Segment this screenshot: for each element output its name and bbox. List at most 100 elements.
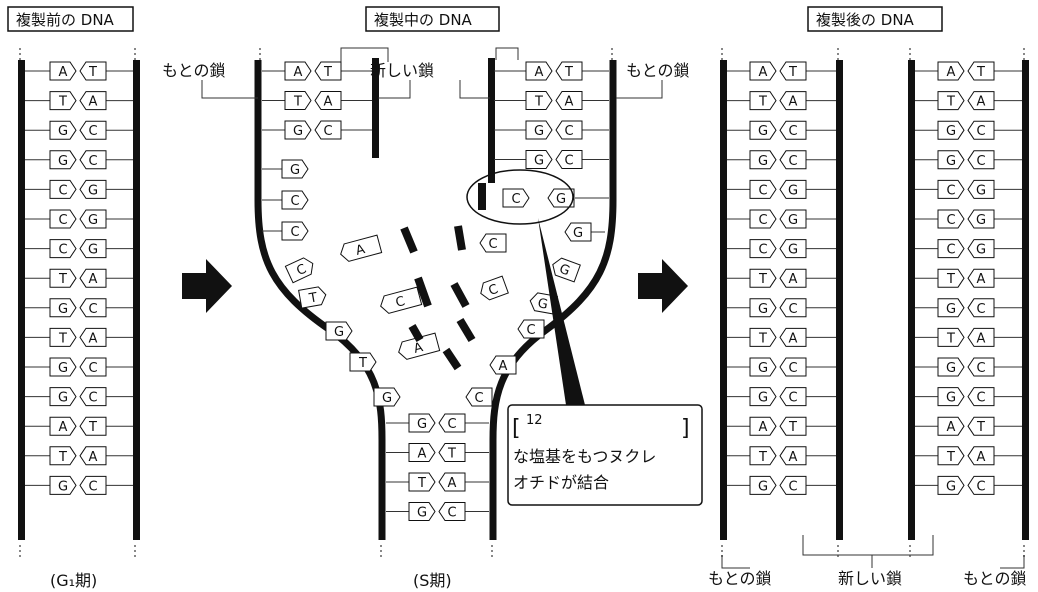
nucleotide: T <box>525 91 553 110</box>
base-letter: C <box>564 124 573 139</box>
nucleotide: T <box>937 268 965 288</box>
continuation-dot <box>19 53 21 55</box>
base-letter: A <box>448 476 457 491</box>
callout-line-2: オチドが結合 <box>513 473 609 492</box>
label-original-strand: もとの鎖 <box>963 569 1027 588</box>
nucleotide: C <box>967 387 995 407</box>
dna-backbone <box>720 60 727 540</box>
new-strand-fragment <box>442 347 462 371</box>
base-letter: C <box>88 361 97 376</box>
nucleotide: A <box>937 61 965 81</box>
title-after: 複製後の DNA <box>816 11 915 29</box>
nucleotide: A <box>314 91 342 110</box>
title-before-box <box>7 6 134 32</box>
nucleotide: G <box>749 120 777 140</box>
base-letter: T <box>946 331 955 346</box>
continuation-dot <box>1023 48 1025 50</box>
new-strand-fragment <box>456 317 476 343</box>
nucleotide: C <box>967 357 995 377</box>
nucleotide: A <box>749 61 777 81</box>
base-letter: T <box>293 95 302 110</box>
nucleotide: G <box>749 150 777 170</box>
nucleotide: T <box>749 91 777 111</box>
nucleotide: G <box>937 150 965 170</box>
nucleotide: G <box>525 120 553 140</box>
nucleotide: C <box>779 298 807 318</box>
nucleotide: T <box>937 327 965 347</box>
base-letter: A <box>789 95 798 110</box>
continuation-dot <box>134 545 136 547</box>
base-letter: A <box>535 65 544 80</box>
free-nucleotide: G <box>373 387 401 407</box>
nucleotide: A <box>937 416 965 436</box>
nucleotide: C <box>49 179 77 199</box>
label-new-strand: 新しい鎖 <box>370 61 434 80</box>
base-letter: G <box>88 243 98 258</box>
callout-pointer <box>538 218 585 405</box>
dna-backbone <box>836 60 843 540</box>
nucleotide: G <box>937 357 965 377</box>
nucleotide: C <box>79 387 107 407</box>
nucleotide: G <box>49 357 77 377</box>
new-strand-fragment <box>450 282 470 308</box>
nucleotide: C <box>749 179 777 199</box>
nucleotide: G <box>79 209 107 229</box>
base-letter: C <box>976 302 985 317</box>
nucleotide: C <box>517 319 545 339</box>
base-letter: C <box>88 124 97 139</box>
base-letter: C <box>88 479 97 494</box>
nucleotide: T <box>779 61 807 81</box>
continuation-dot <box>259 58 261 60</box>
base-letter: A <box>977 331 986 346</box>
new-strand-fragment <box>414 276 432 308</box>
new-strand-fragment <box>454 225 466 251</box>
label-original-strand: もとの鎖 <box>708 569 772 588</box>
nucleotide: G <box>937 120 965 140</box>
continuation-dot <box>837 550 839 552</box>
nucleotide: A <box>79 446 107 466</box>
base-letter: G <box>946 391 956 406</box>
nucleotide: T <box>284 91 312 110</box>
continuation-dot <box>1023 58 1025 60</box>
continuation-dot <box>491 555 493 557</box>
label-original-strand: もとの鎖 <box>626 61 690 80</box>
base-letter: A <box>789 331 798 346</box>
base-letter: A <box>354 242 367 259</box>
nucleotide: C <box>779 357 807 377</box>
continuation-dot <box>909 555 911 557</box>
nucleotide: T <box>298 286 327 309</box>
base-letter: A <box>89 450 98 465</box>
base-letter: G <box>946 361 956 376</box>
base-letter: G <box>758 154 768 169</box>
new-strand-fragment <box>400 226 418 254</box>
nucleotide: A <box>79 268 107 288</box>
continuation-dot <box>611 58 613 60</box>
base-letter: G <box>758 124 768 139</box>
continuation-dot <box>19 58 21 60</box>
base-letter: G <box>556 192 566 207</box>
title-during-box <box>365 6 500 32</box>
base-letter: T <box>358 356 367 371</box>
nucleotide: T <box>49 446 77 466</box>
nucleotide: G <box>749 475 777 495</box>
arrow-right-icon <box>182 259 232 313</box>
base-letter: G <box>58 479 68 494</box>
base-letter: T <box>976 65 985 80</box>
nucleotide: C <box>281 221 309 241</box>
base-letter: C <box>447 417 456 432</box>
base-letter: T <box>946 272 955 287</box>
